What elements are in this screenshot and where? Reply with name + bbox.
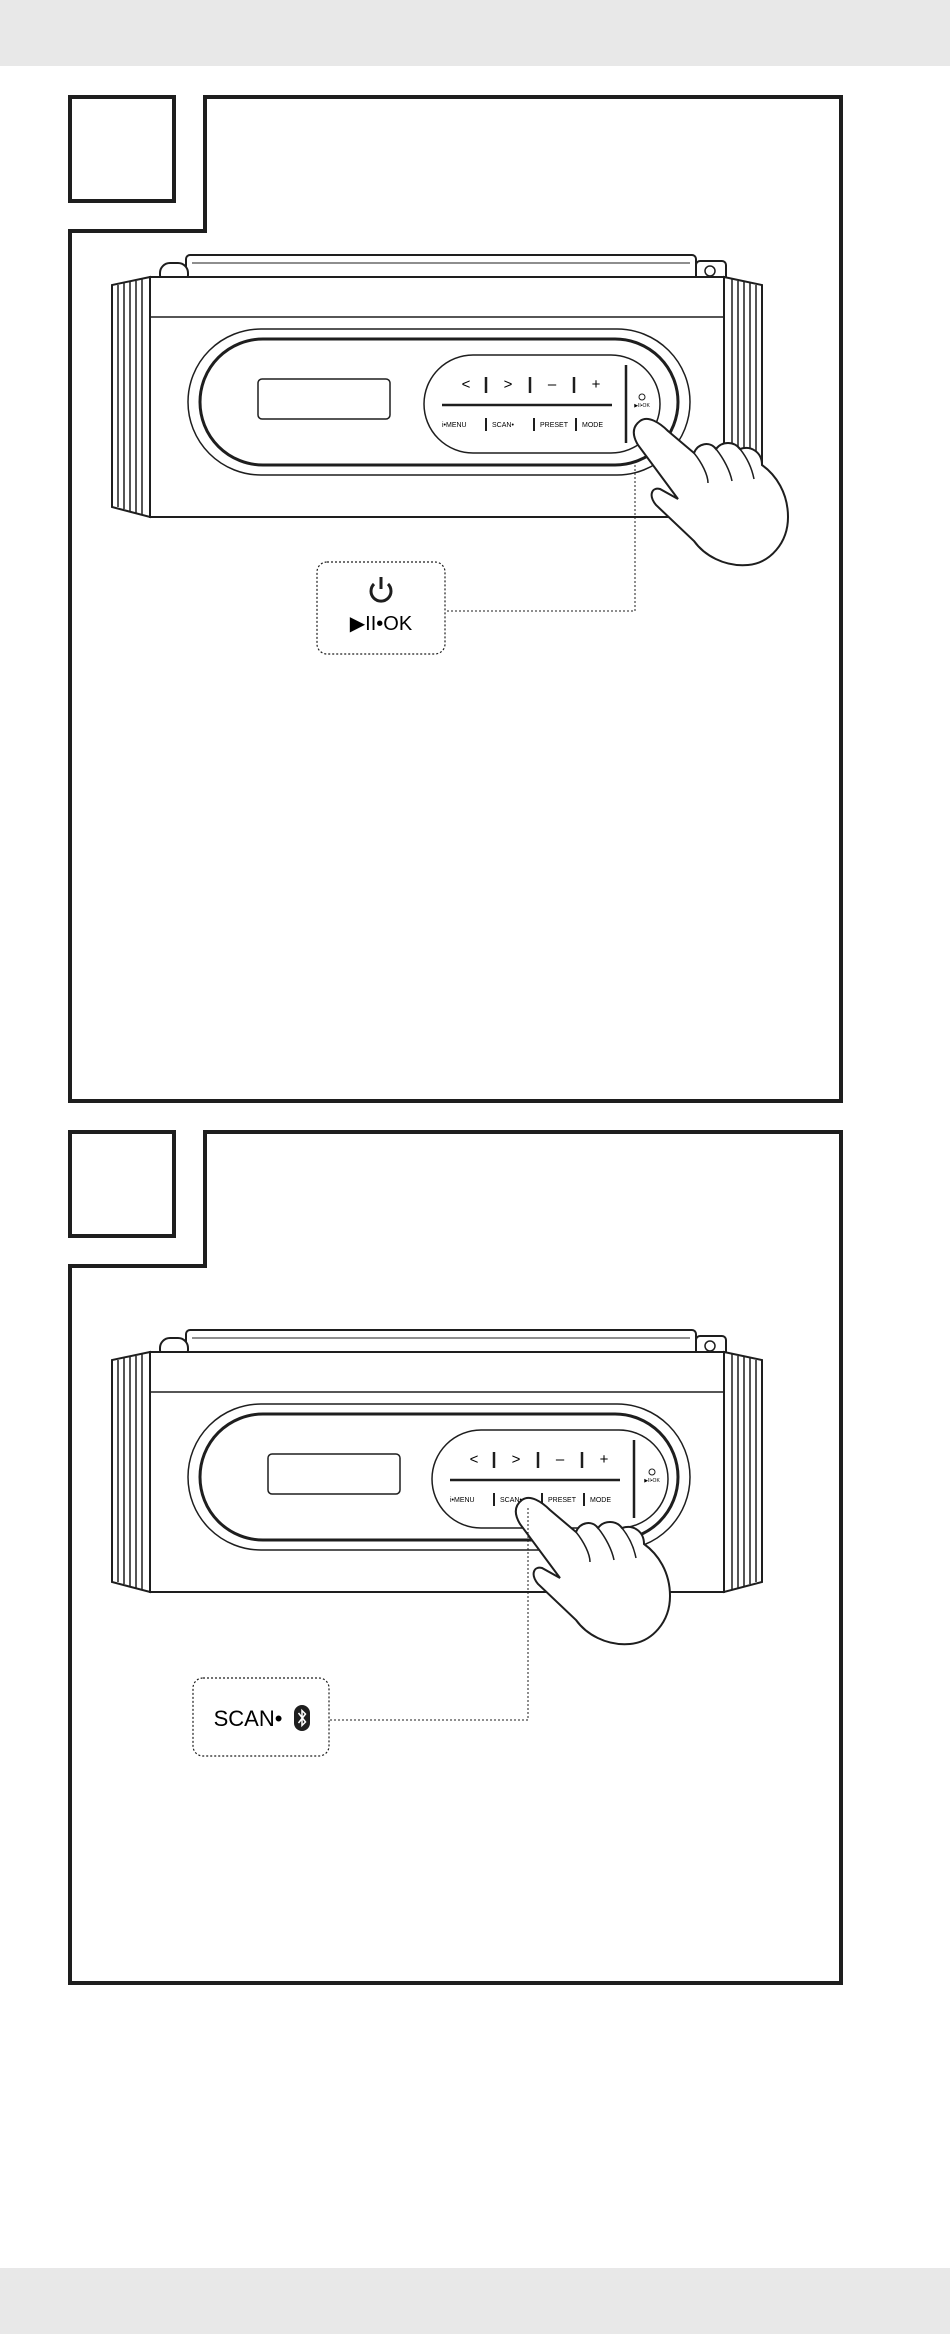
callout-box [317, 562, 445, 654]
step-number-box [70, 97, 174, 201]
lcd-display [258, 379, 390, 419]
menu-label: i•MENU [450, 1497, 475, 1504]
preset-label: PRESET [548, 1497, 577, 1504]
figure-panel-2: < > – + i•MENU SCAN• PRESET MODE [68, 1130, 843, 1985]
minus-button-label: – [548, 376, 557, 393]
preset-label: PRESET [540, 422, 569, 429]
plus-button-label: + [592, 376, 601, 393]
next-button-label: > [512, 1451, 521, 1468]
figure-panel-1: < > – + i•MENU SCAN• PRESET MODE [68, 95, 843, 1103]
minus-button-label: – [556, 1451, 565, 1468]
radio-device: < > – + i•MENU SCAN• PRESET MODE [112, 1330, 762, 1644]
callout-label: ▶II•OK [350, 613, 413, 635]
panel-frame [70, 97, 841, 1101]
bluetooth-icon [294, 1705, 310, 1731]
scan-label: SCAN• [492, 422, 514, 429]
prev-button-label: < [470, 1451, 479, 1468]
step-number-box [70, 1132, 174, 1236]
figure-1-drawing: < > – + i•MENU SCAN• PRESET MODE [68, 95, 843, 1103]
left-end-cap [112, 277, 150, 517]
bottom-gray-band [0, 2268, 950, 2334]
plus-button-label: + [600, 1451, 609, 1468]
lcd-display [268, 1454, 400, 1494]
figure-2-drawing: < > – + i•MENU SCAN• PRESET MODE [68, 1130, 843, 1985]
mode-label: MODE [590, 1497, 611, 1504]
top-gray-band [0, 0, 950, 66]
next-button-label: > [504, 376, 513, 393]
side-ok-label: ▶II•OK [644, 1478, 660, 1484]
radio-device: < > – + i•MENU SCAN• PRESET MODE [112, 255, 788, 565]
side-ok-label: ▶II•OK [634, 403, 650, 409]
callout-label: SCAN• [214, 1706, 283, 1731]
prev-button-label: < [462, 376, 471, 393]
mode-label: MODE [582, 422, 603, 429]
menu-label: i•MENU [442, 422, 467, 429]
right-end-cap [724, 1352, 762, 1592]
left-end-cap [112, 1352, 150, 1592]
